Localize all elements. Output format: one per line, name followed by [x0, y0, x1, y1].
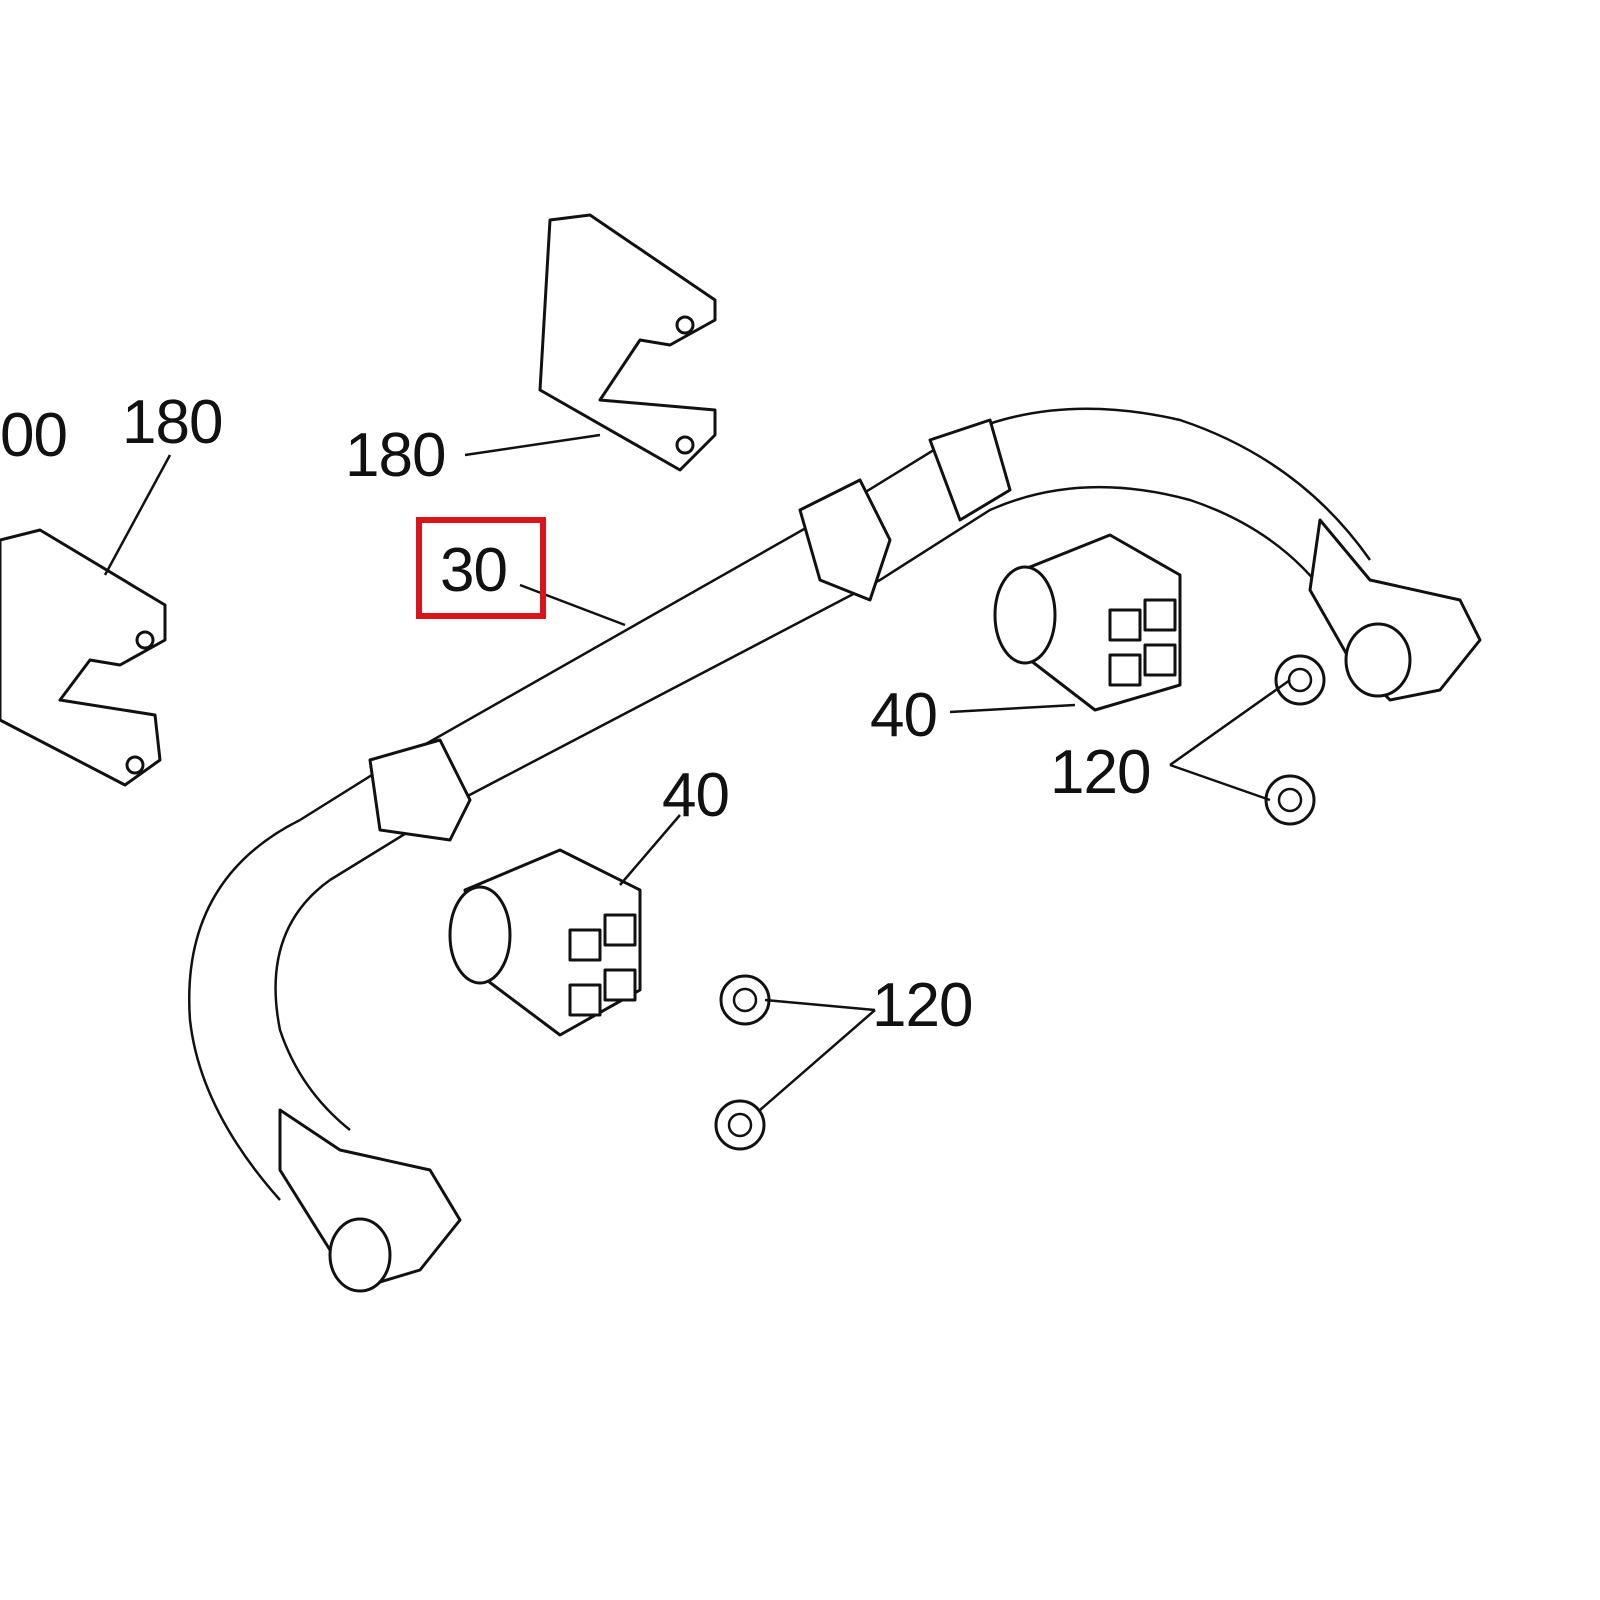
callout-180-left: 180 — [122, 388, 223, 457]
bushing-40-right — [993, 533, 1182, 712]
callout-120-right: 120 — [1050, 738, 1151, 807]
callout-30[interactable]: 30 — [440, 536, 508, 605]
nuts-120 — [714, 654, 1326, 1151]
callout-120-left: 120 — [872, 971, 973, 1040]
leader-lines — [103, 433, 1291, 1111]
callout-40-left: 40 — [662, 761, 730, 830]
highlight-box — [416, 517, 546, 619]
callout-00: 00 — [0, 401, 68, 470]
callout-40-right: 40 — [870, 681, 938, 750]
bracket-180-left — [0, 528, 167, 787]
bushing-40-left — [448, 848, 642, 1037]
sway-bar-part-30 — [188, 407, 1482, 1293]
bracket-180-top — [538, 213, 717, 472]
callout-180-top: 180 — [345, 421, 446, 490]
